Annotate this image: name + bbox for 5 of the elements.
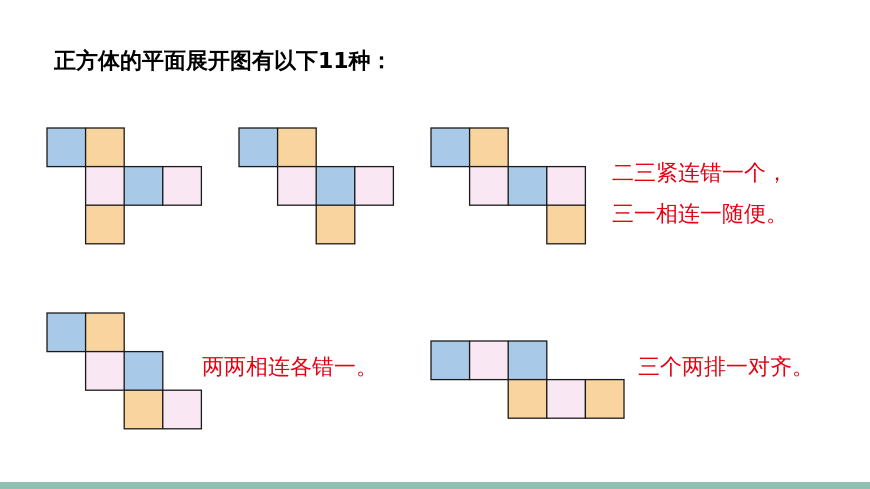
rule-text: 两两相连各错一。 [202,354,378,382]
rule-text: 三个两排一对齐。 [638,354,814,382]
title: 正方体的平面展开图有以下11种： [54,48,393,76]
rule-text: 三一相连一随便。 [612,201,788,229]
rule-text: 二三紧连错一个， [612,160,788,188]
